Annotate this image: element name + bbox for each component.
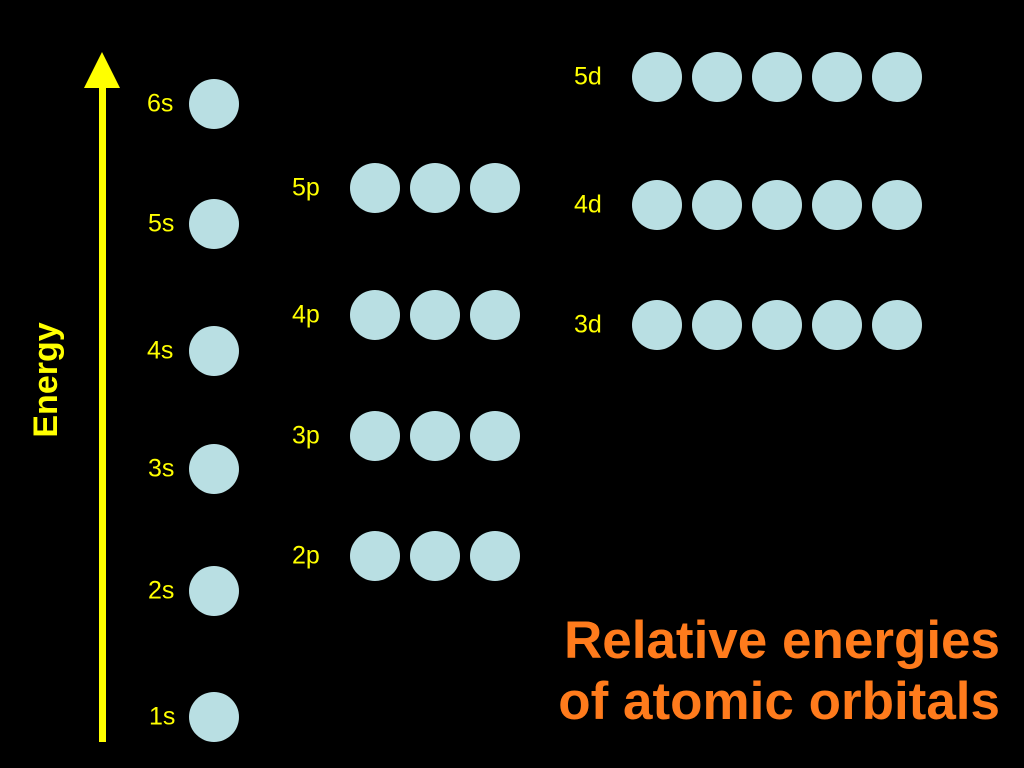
orbital-3d: 3d (572, 300, 922, 350)
orbital-box (189, 692, 239, 742)
energy-axis-arrowhead (84, 52, 120, 88)
orbital-box (632, 180, 682, 230)
orbital-box (470, 531, 520, 581)
orbital-box (189, 326, 239, 376)
orbital-box (350, 163, 400, 213)
orbital-box (632, 52, 682, 102)
orbital-label: 5s (148, 209, 175, 238)
orbital-5p: 5p (290, 163, 522, 213)
orbital-box (872, 52, 922, 102)
orbital-label: 5d (574, 62, 602, 91)
orbital-box (470, 163, 520, 213)
orbital-box (350, 531, 400, 581)
title-line-1: Relative energies (563, 611, 1000, 670)
orbital-box (189, 79, 239, 129)
orbital-box (692, 300, 742, 350)
orbital-4p: 4p (290, 290, 522, 340)
orbital-box (410, 531, 460, 581)
orbital-label: 2s (148, 576, 175, 605)
orbital-3p: 3p (290, 411, 522, 461)
orbital-label: 1s (149, 702, 176, 731)
orbital-box (189, 444, 239, 494)
orbital-label: 4s (147, 336, 174, 365)
orbital-label: 4p (292, 300, 320, 329)
orbital-box (692, 180, 742, 230)
orbital-4d: 4d (572, 180, 922, 230)
orbital-box (812, 52, 862, 102)
orbital-box (189, 566, 239, 616)
orbital-label: 4d (574, 190, 602, 219)
orbital-2p: 2p (290, 531, 522, 581)
orbital-box (752, 300, 802, 350)
orbital-label: 3p (292, 421, 320, 450)
energy-axis-label: Energy (27, 322, 65, 438)
orbital-box (812, 180, 862, 230)
orbital-box (350, 411, 400, 461)
orbital-2s: 2s (140, 566, 240, 616)
orbital-box (470, 290, 520, 340)
orbital-box (752, 52, 802, 102)
orbital-5s: 5s (140, 199, 240, 249)
orbital-label: 2p (292, 541, 320, 570)
diagram-title: Relative energies of atomic orbitals (558, 610, 1000, 733)
orbital-box (812, 300, 862, 350)
title-line-2: of atomic orbitals (558, 672, 1000, 732)
orbital-box (872, 180, 922, 230)
orbital-box (632, 300, 682, 350)
orbital-box (692, 52, 742, 102)
orbital-5d: 5d (572, 52, 922, 102)
orbital-label: 6s (147, 89, 174, 118)
orbital-3s: 3s (140, 444, 240, 494)
orbital-box (752, 180, 802, 230)
orbital-box (470, 411, 520, 461)
orbital-6s: 6s (140, 79, 240, 129)
orbital-1s: 1s (140, 692, 240, 742)
orbital-box (872, 300, 922, 350)
orbital-label: 3d (574, 310, 602, 339)
orbital-label: 5p (292, 173, 320, 202)
orbital-box (410, 163, 460, 213)
orbital-box (410, 411, 460, 461)
orbital-label: 3s (148, 454, 175, 483)
orbital-box (350, 290, 400, 340)
energy-axis-line (99, 82, 106, 742)
orbital-4s: 4s (140, 326, 240, 376)
orbital-box (410, 290, 460, 340)
orbital-box (189, 199, 239, 249)
